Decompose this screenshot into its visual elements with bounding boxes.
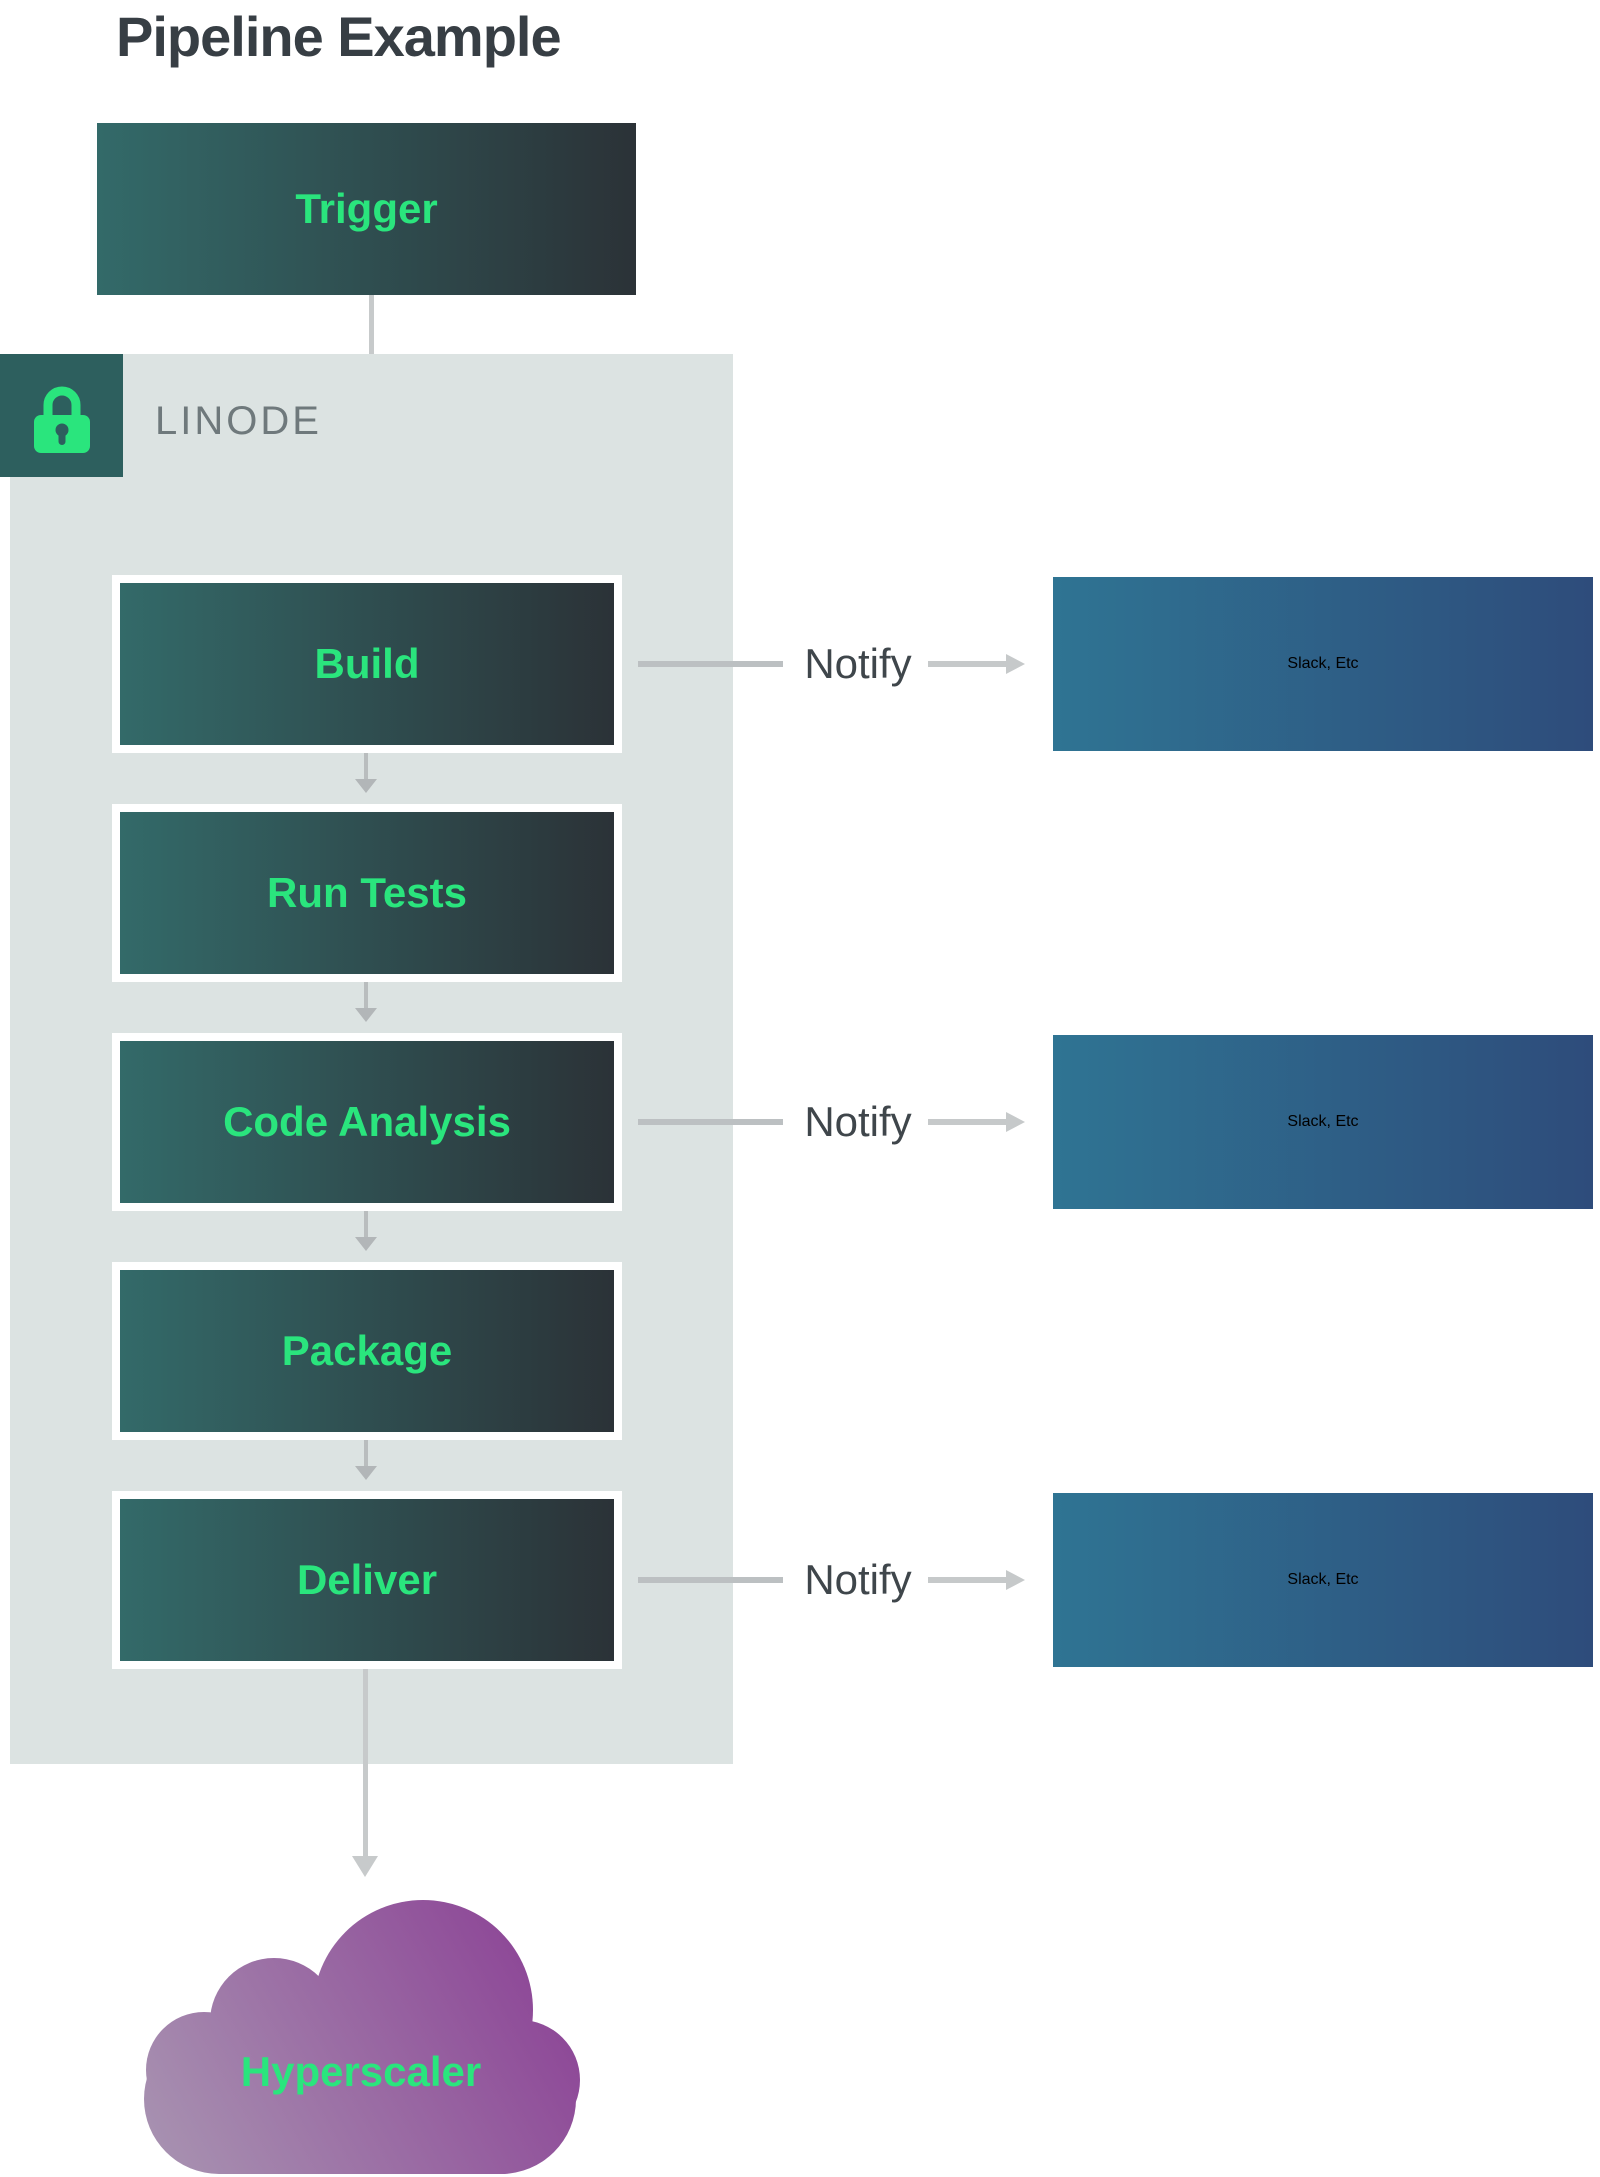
stage-node-build: Build [112,575,622,753]
arrow-code-analysis-to-package-line [364,1211,368,1237]
notify-arrow-build-line [928,661,1006,667]
arrow-code-analysis-to-package-head [355,1237,377,1251]
stage-label: Run Tests [267,869,467,916]
stage-node-run-tests: Run Tests [112,804,622,982]
cloud-shape [144,1900,580,2174]
arrow-package-to-deliver-head [355,1466,377,1480]
notify-arrow-deliver-line [928,1577,1006,1583]
notify-target-node: Slack, Etc [1053,1493,1593,1667]
arrow-package-to-deliver-line [364,1440,368,1466]
notify-label: Notify [804,640,912,687]
stage-label: Deliver [296,1556,438,1603]
notify-target-label: Slack, Etc [1287,655,1359,672]
trigger-label: Trigger [295,185,438,232]
notify-arrow-deliver-head [1006,1570,1025,1590]
lock-badge [0,354,123,477]
stage-node-deliver: Deliver [112,1491,622,1669]
lock-icon [33,386,90,453]
platform-label: LINODE [155,399,322,443]
notify-arrow-build-head [1006,654,1025,674]
destination-label: Hyperscaler [240,2048,482,2095]
notify-label: Notify [804,1556,912,1603]
arrow-run-tests-to-code-analysis-head [355,1008,377,1022]
notify-target-label: Slack, Etc [1287,1571,1359,1588]
stage-label: Build [314,640,420,687]
notify-target-label: Slack, Etc [1287,1113,1359,1130]
notify-arrow-code-analysis-line [928,1119,1006,1125]
stage-label: Package [281,1327,453,1374]
notify-line-deliver [638,1577,783,1583]
notify-label: Notify [804,1098,912,1145]
notify-arrow-code-analysis-head [1006,1112,1025,1132]
notify-target-node: Slack, Etc [1053,577,1593,751]
page-title: Pipeline Example [116,5,562,68]
trigger-node: Trigger [97,123,636,295]
notify-target-node: Slack, Etc [1053,1035,1593,1209]
notify-line-code-analysis [638,1119,783,1125]
stage-node-package: Package [112,1262,622,1440]
arrow-build-to-run-tests-head [355,779,377,793]
arrow-build-to-run-tests-line [364,753,368,779]
stage-node-code-analysis: Code Analysis [112,1033,622,1211]
stage-label: Code Analysis [223,1098,511,1145]
arrow-deliver-to-cloud-head [352,1856,378,1877]
arrow-deliver-to-cloud-line [363,1669,368,1856]
notify-line-build [638,661,783,667]
arrow-run-tests-to-code-analysis-line [364,982,368,1008]
